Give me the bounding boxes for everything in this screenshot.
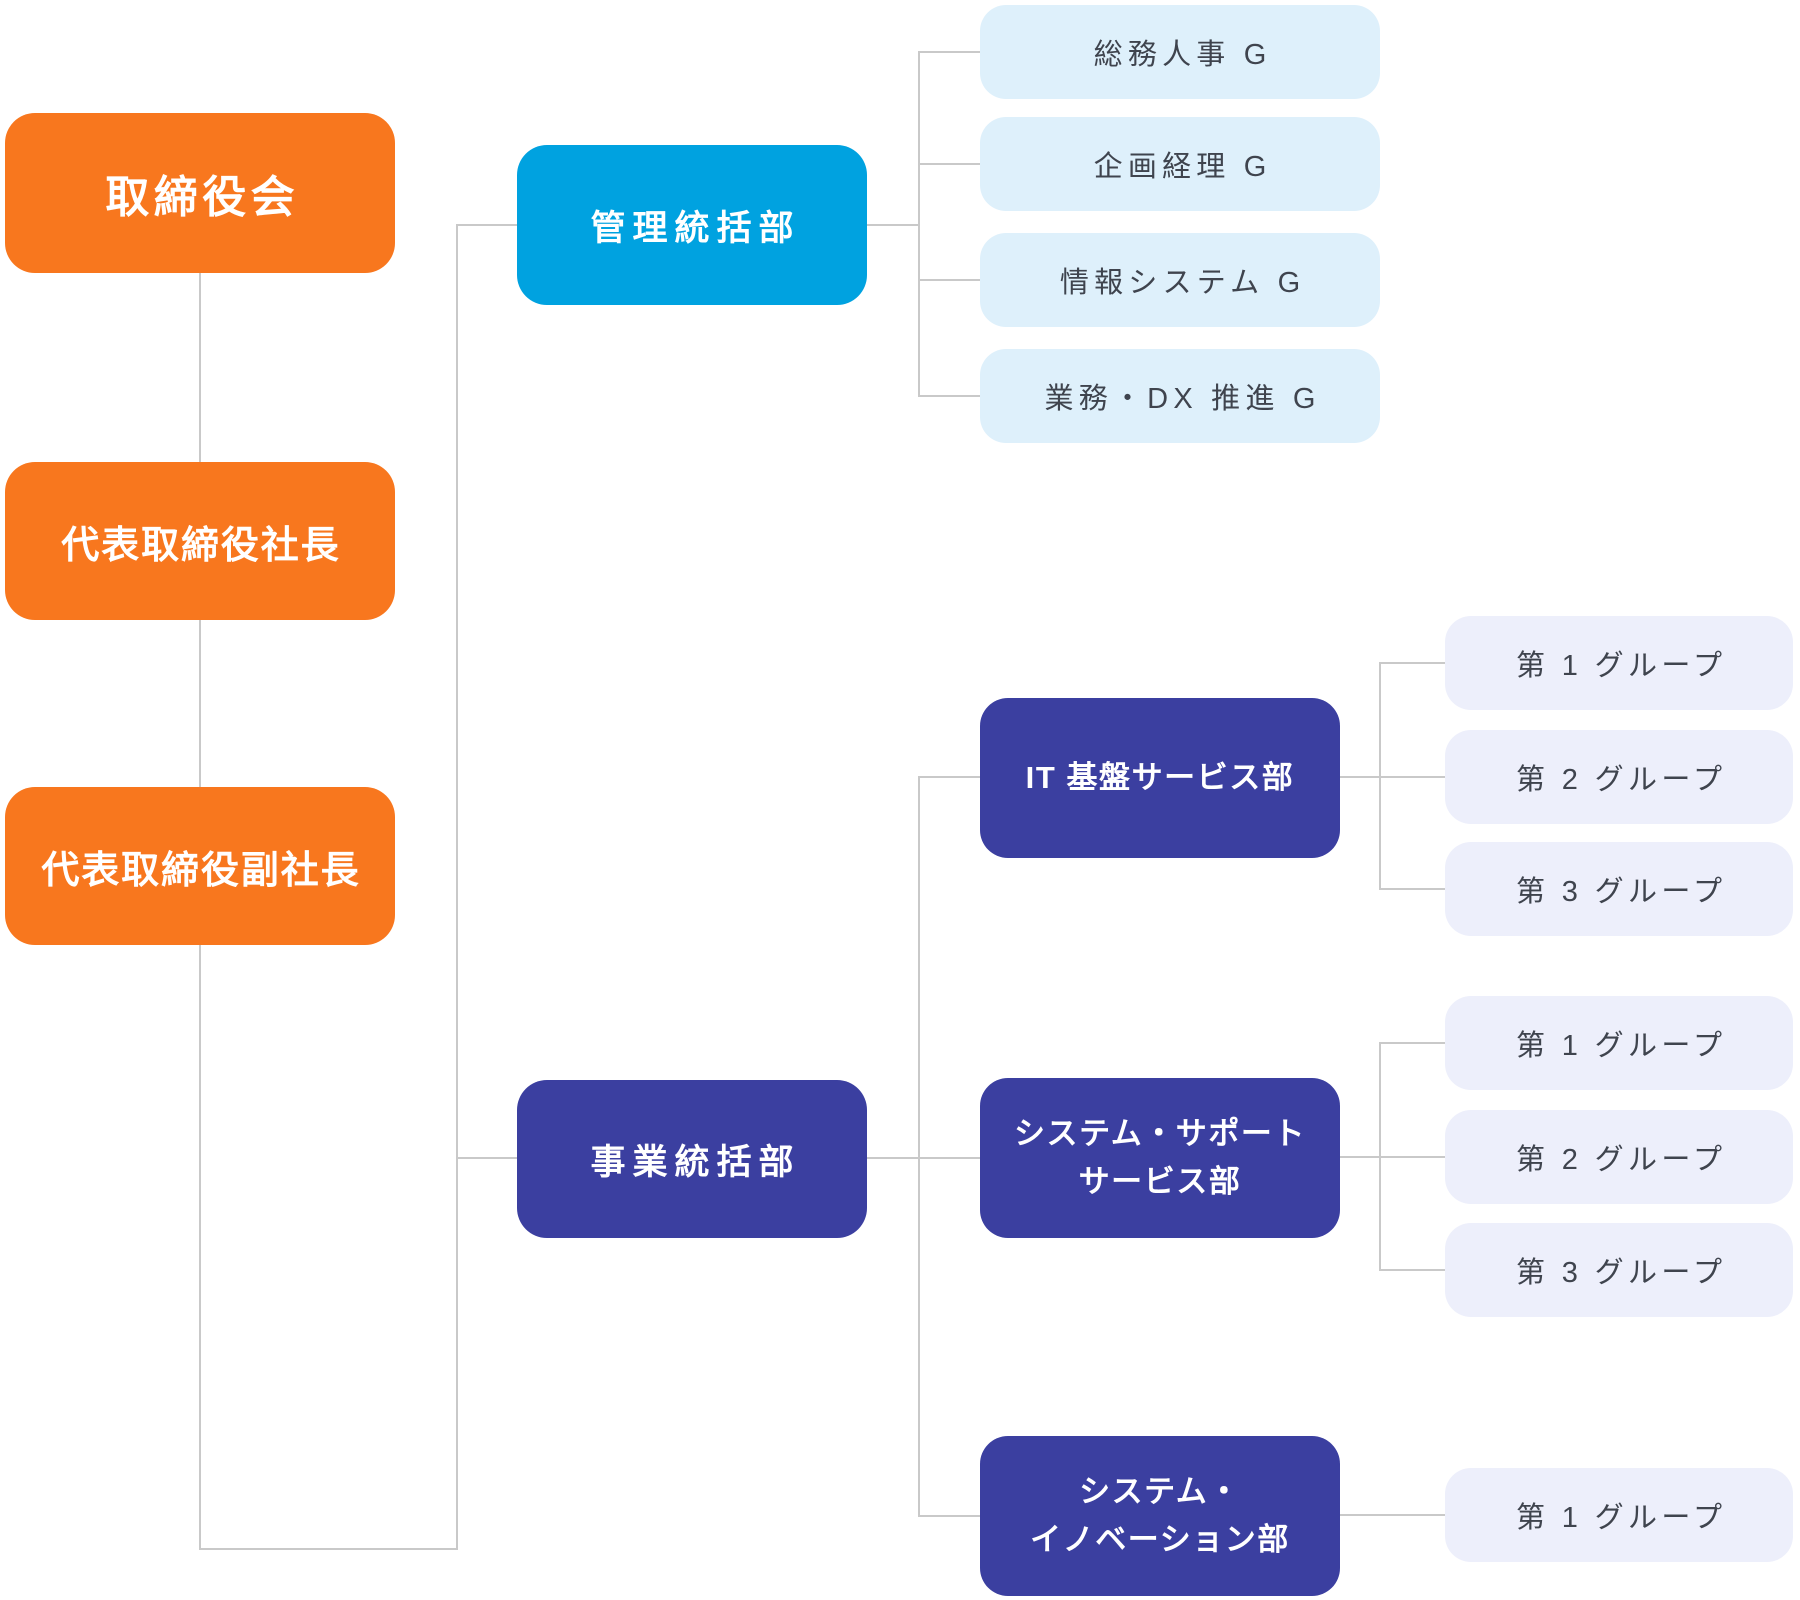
admin-division-label: 管理統括部 [590,208,801,248]
connector-line [456,1157,517,1159]
connector-line [918,777,920,1517]
it-infrastructure-dept-box: IT 基盤サービス部 [980,698,1340,858]
it-dept-group-3-box: 第 3 グループ [1445,842,1793,936]
system-innovation-dept-box: システム・ イノベーション部 [980,1436,1340,1596]
connector-line [867,224,920,226]
connector-line [1380,1269,1445,1271]
system-innovation-dept-label-line1: システム・ [1079,1473,1241,1509]
connector-line [199,1548,458,1550]
support-dept-group-1-label: 第 1 グループ [1516,1030,1727,1062]
support-dept-group-2-label: 第 2 グループ [1516,1144,1727,1176]
it-dept-group-1-label: 第 1 グループ [1516,650,1727,682]
support-dept-group-2-box: 第 2 グループ [1445,1110,1793,1204]
dx-promotion-group-label: 業務・DX 推進 G [1044,383,1321,415]
general-affairs-hr-group-label: 総務人事 G [1093,39,1272,71]
planning-accounting-group-label: 企画経理 G [1093,151,1272,183]
it-dept-group-1-box: 第 1 グループ [1445,616,1793,710]
connector-line [918,776,980,778]
business-division-label: 事業統括部 [590,1142,801,1182]
connector-line [918,51,920,397]
support-dept-group-1-box: 第 1 グループ [1445,996,1793,1090]
connector-line [1340,1514,1445,1516]
support-dept-group-3-box: 第 3 グループ [1445,1223,1793,1317]
admin-division-box: 管理統括部 [517,145,867,305]
connector-line [1379,662,1381,890]
connector-line [918,51,980,53]
connector-line [918,395,980,397]
it-dept-group-2-box: 第 2 グループ [1445,730,1793,824]
connector-line [1340,776,1445,778]
connector-line [456,224,458,1550]
information-systems-group-box: 情報システム G [980,233,1380,327]
business-division-box: 事業統括部 [517,1080,867,1238]
it-infrastructure-dept-label: IT 基盤サービス部 [1025,759,1295,795]
vice-president-box: 代表取締役副社長 [5,787,395,945]
innovation-dept-group-1-box: 第 1 グループ [1445,1468,1793,1562]
it-dept-group-2-label: 第 2 グループ [1516,764,1727,796]
system-support-dept-box: システム・サポート サービス部 [980,1078,1340,1238]
board-of-directors-box: 取締役会 [5,113,395,273]
it-dept-group-3-label: 第 3 グループ [1516,876,1727,908]
planning-accounting-group-box: 企画経理 G [980,117,1380,211]
information-systems-group-label: 情報システム G [1059,267,1306,299]
innovation-dept-group-1-label: 第 1 グループ [1516,1502,1727,1534]
connector-line [1380,888,1445,890]
dx-promotion-group-box: 業務・DX 推進 G [980,349,1380,443]
connector-line [456,224,517,226]
system-support-dept-label-line1: システム・サポート [1013,1115,1307,1151]
connector-line [1380,662,1445,664]
connector-line [867,1157,980,1159]
connector-line [918,279,980,281]
president-label: 代表取締役社長 [61,524,341,567]
support-dept-group-3-label: 第 3 グループ [1516,1257,1727,1289]
connector-line [1340,1156,1445,1158]
connector-line [1380,1042,1445,1044]
general-affairs-hr-group-box: 総務人事 G [980,5,1380,99]
connector-line [1379,1042,1381,1271]
president-box: 代表取締役社長 [5,462,395,620]
vice-president-label: 代表取締役副社長 [41,849,361,892]
connector-line [918,1515,980,1517]
connector-line [918,163,980,165]
board-of-directors-label: 取締役会 [105,173,299,222]
system-support-dept-label-line2: サービス部 [1078,1164,1242,1199]
system-innovation-dept-label-line2: イノベーション部 [1030,1522,1290,1557]
